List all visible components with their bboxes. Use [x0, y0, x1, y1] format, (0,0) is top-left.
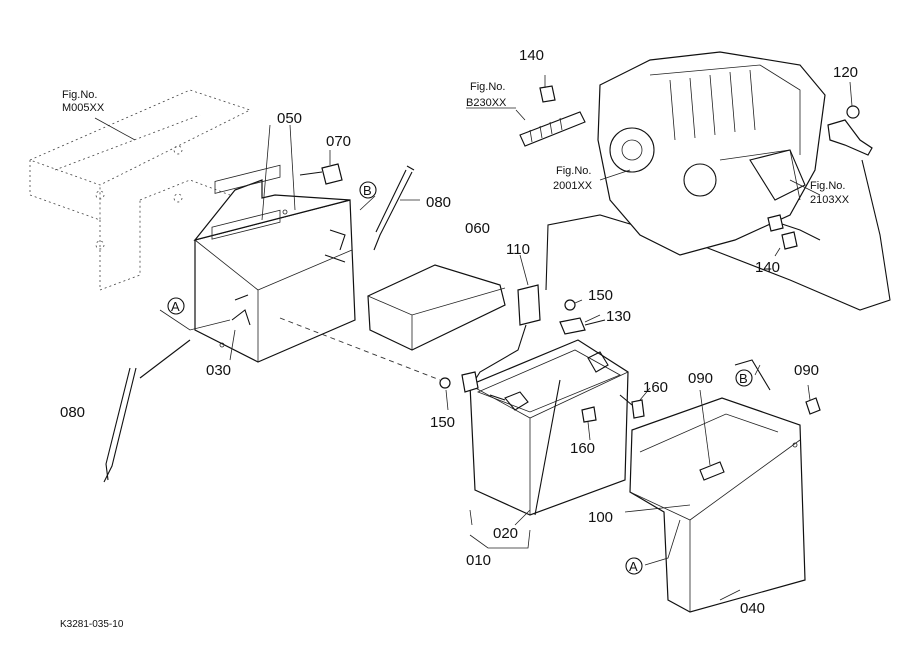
part-number-060: 060 — [465, 220, 490, 237]
letter-a-circle-lower — [625, 557, 643, 575]
part-number-030: 030 — [206, 362, 231, 379]
part-number-160-upper: 160 — [643, 379, 668, 396]
letter-b-upper: B — [363, 183, 372, 198]
fig-ref-2103-label: Fig.No. — [810, 180, 845, 192]
part-number-120: 120 — [833, 64, 858, 81]
match-letters: B A B A — [167, 181, 753, 575]
part-number-080-upper: 080 — [426, 194, 451, 211]
part-number-160-lower: 160 — [570, 440, 595, 457]
part-number-090-right: 090 — [794, 362, 819, 379]
nut-150-lower — [439, 371, 479, 393]
fig-ref-2001-label: Fig.No. — [556, 165, 591, 177]
part-number-040: 040 — [740, 600, 765, 617]
part-number-150-lower: 150 — [430, 414, 455, 431]
battery-cable — [279, 159, 891, 389]
part-number-110: 110 — [506, 241, 530, 258]
rod-080-lower — [103, 339, 191, 483]
bolt-160 — [581, 394, 645, 423]
part-number-130: 130 — [606, 308, 631, 325]
fig-ref-b230-label: Fig.No. — [470, 81, 505, 93]
letter-a-circle-left — [167, 297, 185, 315]
fig-ref-m005-label: Fig.No. — [62, 89, 97, 101]
part-number-100: 100 — [588, 509, 613, 526]
part-number-070: 070 — [326, 133, 351, 150]
part-number-150-upper: 150 — [588, 287, 613, 304]
fig-ref-2001-code: 2001XX — [553, 180, 593, 192]
letter-b-circle-lower — [735, 369, 753, 387]
part-number-140-upper: 140 — [519, 47, 544, 64]
chassis-frame — [28, 89, 252, 291]
terminal-130 — [559, 299, 606, 335]
letter-a-lower: A — [629, 559, 638, 574]
fig-ref-2103-code: 2103XX — [810, 194, 850, 206]
part-number-050: 050 — [277, 110, 302, 127]
battery-bracket — [193, 164, 356, 363]
part-number-020: 020 — [493, 525, 518, 542]
part-number-010: 010 — [466, 552, 491, 569]
rod-080-upper — [373, 165, 415, 251]
pad-060 — [367, 264, 506, 351]
letter-b-circle-upper — [359, 181, 377, 199]
letter-b-lower: B — [739, 371, 748, 386]
fig-ref-b230-code: B230XX — [466, 97, 507, 109]
leader-lines — [159, 75, 853, 601]
figure-id: K3281-035-10 — [60, 619, 124, 630]
bolt-070 — [299, 163, 343, 185]
engine — [519, 51, 873, 256]
figure-references: Fig.No. M005XX Fig.No. B230XX Fig.No. 20… — [62, 81, 850, 206]
battery — [469, 339, 629, 516]
letter-a-left: A — [171, 299, 180, 314]
part-number-labels: 140 120 050 070 080 060 110 140 150 130 … — [60, 47, 858, 617]
part-number-080-lower: 080 — [60, 404, 85, 421]
battery-cover-040 — [629, 359, 821, 613]
part-number-140-lower: 140 — [755, 259, 780, 276]
part-number-090-left: 090 — [688, 370, 713, 387]
fig-ref-m005-code: M005XX — [62, 102, 105, 114]
